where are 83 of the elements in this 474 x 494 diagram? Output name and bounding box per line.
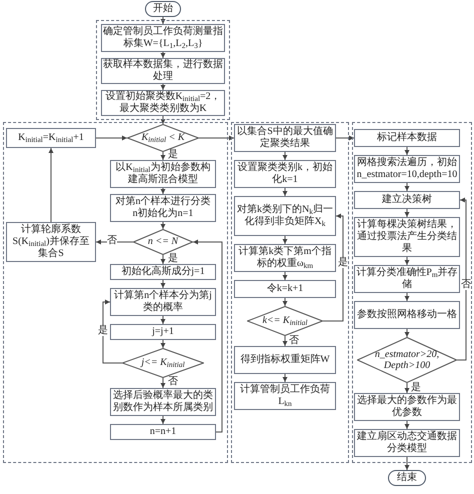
arrow: [160, 116, 166, 124]
arrow: [404, 292, 410, 302]
process-box: 计算轮廓系数S(K$_{initial}$)并保存至集合S: [6, 222, 96, 262]
arrow: [404, 420, 410, 430]
arrow: [322, 214, 344, 322]
arrow: [160, 222, 166, 230]
arrow: [160, 280, 166, 288]
edge-label: 是: [411, 383, 421, 393]
process-box: 计算分类准确性P$_{m}$并存储: [354, 265, 460, 293]
arrow: [160, 378, 166, 388]
edge-label: 是: [168, 150, 178, 160]
process-box: 计算管制员工作负荷L$_{kn}$: [234, 382, 336, 410]
arrow: [456, 198, 466, 360]
dashed-group-frame: [3, 122, 228, 463]
arrow: [102, 300, 122, 364]
arrow: [336, 136, 354, 140]
edge-label: 否: [168, 377, 178, 387]
edge-label: 否: [107, 236, 117, 246]
arrow: [404, 456, 410, 470]
dashed-group-frame: [231, 122, 349, 463]
process-box: 选择后验概率最大的类别数作为样本所属类别: [110, 388, 216, 416]
process-box: 标记样本数据: [354, 129, 460, 147]
arrow: [160, 188, 166, 194]
arrow: [282, 374, 288, 382]
process-box: 确定管制员工作负荷测量指标集W={L$_{1}$,L$_{2}$,L$_{3}$}: [101, 24, 225, 52]
arrow: [160, 84, 166, 90]
edge-label: 否: [461, 280, 471, 290]
arrow: [160, 254, 166, 264]
edge-label: 否: [289, 336, 299, 346]
condition-text: K$_{initial}$ < K: [140, 132, 186, 144]
edge-label: 是: [98, 326, 108, 336]
process-box: 对第n个样本进行分类 n初始化为n=1: [110, 194, 216, 222]
arrow: [282, 272, 288, 280]
arrow: [404, 182, 410, 192]
process-box: K$_{initial}$=K$_{initial}$+1: [6, 128, 96, 148]
arrow: [48, 148, 54, 222]
arrow: [282, 236, 288, 244]
arrow: [404, 382, 410, 394]
dashed-group-frame: [96, 20, 230, 120]
arrow: [282, 298, 288, 306]
process-box: 计算第k类下第m个指标的权重ω$_{km}$: [234, 244, 336, 272]
arrow: [192, 240, 222, 432]
arrow: [404, 146, 410, 156]
process-box: 以集合S中的最大值确定聚类结果: [234, 124, 336, 152]
process-box: 得到指标权重矩阵W: [234, 346, 336, 374]
arrow: [404, 256, 410, 266]
process-box: 获取样本数据集，进行数据处理: [101, 58, 225, 84]
edge-label: 是: [338, 258, 348, 268]
arrow: [160, 52, 166, 58]
arrow: [282, 152, 288, 160]
arrow: [404, 208, 410, 218]
arrow: [96, 136, 128, 140]
process-box: n=n+1: [110, 424, 216, 440]
arrow: [160, 316, 166, 324]
condition-text: j<= K$_{initial}$: [139, 357, 186, 369]
process-box: 令k=k+1: [234, 280, 336, 298]
process-box: 对第k类别下的N$_{k}$归一化得到非负矩阵X$_{k}$: [234, 196, 336, 236]
condition-text: n_estmator>20, Depth>100: [374, 348, 440, 372]
arrow: [160, 16, 166, 24]
process-box: 设置聚类类别k，初始化k=1: [234, 160, 336, 188]
edge-label: 是: [168, 254, 178, 264]
dashed-group-frame: [352, 122, 472, 463]
process-box: j=j+1: [110, 324, 216, 340]
arrow: [96, 240, 134, 244]
condition-text: n <= N: [146, 236, 180, 248]
process-box: 以K$_{initial}$为初始参数构建高斯混合模型: [110, 160, 216, 188]
arrow: [198, 136, 234, 140]
process-box: 网格搜索法遍历，初始n_estmator=10,depth=10: [354, 155, 460, 183]
arrow: [404, 328, 410, 338]
process-box: 建立决策树: [354, 191, 460, 209]
process-box: 选择最大的参数作为最优参数: [354, 393, 460, 421]
condition-text: k<= K$_{initial}$: [261, 315, 309, 327]
process-box: 计算第n个样本分为第j类的概率: [110, 288, 216, 316]
arrow: [160, 152, 166, 160]
process-box: 设置初始聚类数K$_{initial}$=2，最大聚类类别数为K: [101, 90, 225, 116]
process-box: 建立扇区动态交通数据分类模型: [354, 429, 460, 457]
arrow: [282, 188, 288, 196]
arrow: [160, 416, 166, 424]
arrow: [160, 340, 166, 348]
process-box: 参数按照网格移动一格: [354, 301, 460, 329]
process-box: 初始化高斯成分j=1: [110, 264, 216, 280]
arrow: [282, 336, 288, 346]
process-box: 计算每棵决策树结果，通过投票法产生分类结果: [354, 217, 460, 257]
